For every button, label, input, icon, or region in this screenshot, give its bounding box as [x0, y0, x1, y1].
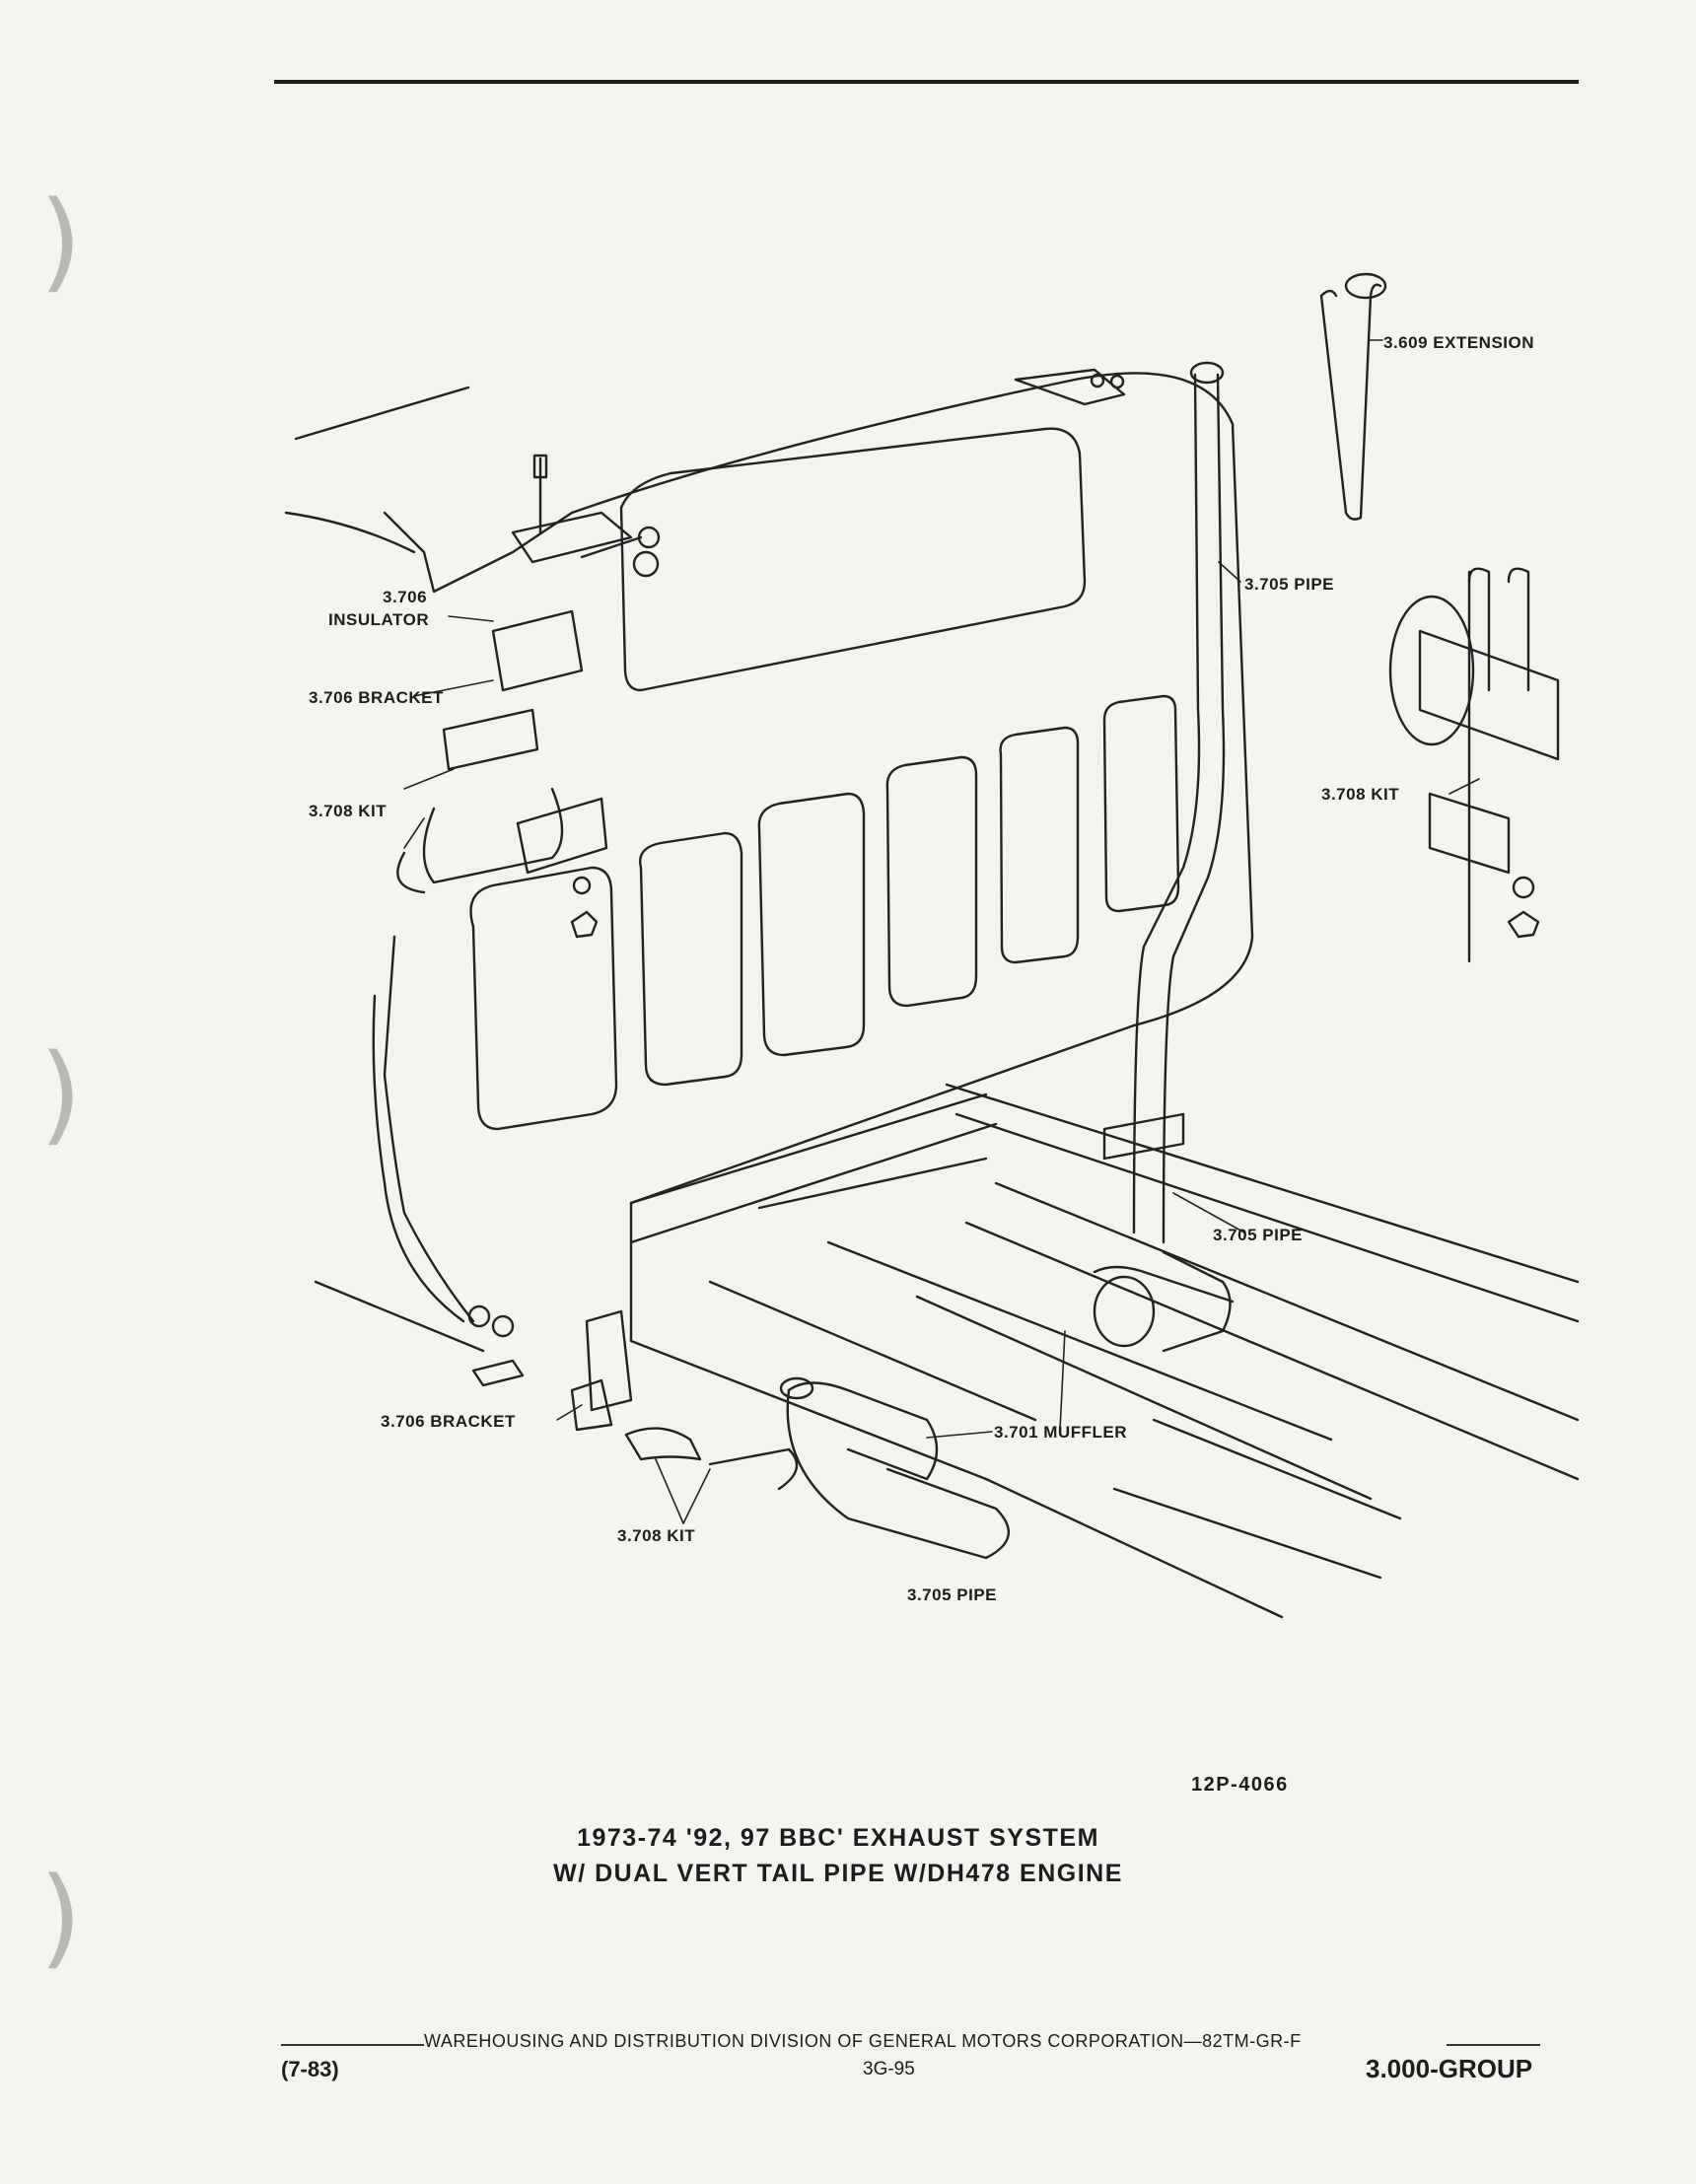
label-kit-right: 3.708 KIT — [1321, 785, 1400, 804]
label-bracket-lower: 3.706 BRACKET — [381, 1412, 516, 1431]
muffler-lower — [779, 1376, 1011, 1560]
binder-hole-mark: ) — [39, 177, 82, 304]
label-pipe-lower: 3.705 PIPE — [907, 1585, 998, 1604]
footer-rule-left — [281, 2044, 424, 2046]
top-rule — [274, 80, 1579, 84]
cab-back-window — [619, 427, 1087, 692]
footer-division: WAREHOUSING AND DISTRIBUTION DIVISION OF… — [424, 2031, 1302, 2051]
binder-hole-mark: ) — [39, 1854, 82, 1980]
vertical-tail-pipe — [1014, 361, 1226, 1244]
footer-page-number: 3G-95 — [863, 2059, 915, 2079]
label-muffler: 3.701 MUFFLER — [994, 1423, 1127, 1442]
upper-bracket-assembly — [396, 454, 661, 939]
figure-title-line2: W/ DUAL VERT TAIL PIPE W/DH478 ENGINE — [553, 1860, 1123, 1887]
figure-title-line1: 1973-74 '92, 97 BBC' EXHAUST SYSTEM — [577, 1824, 1099, 1852]
right-clamp-assembly — [1388, 567, 1560, 963]
footer-date: (7-83) — [281, 2057, 339, 2081]
frame-rails — [629, 1083, 1580, 1619]
leader-lines — [403, 339, 1480, 1524]
label-bracket-upper: 3.706 BRACKET — [309, 688, 444, 707]
lower-bracket-assembly — [467, 1304, 799, 1491]
label-insulator: INSULATOR — [328, 610, 430, 629]
muffler-right — [1093, 1250, 1235, 1353]
label-pipe-upper: 3.705 PIPE — [1244, 575, 1335, 594]
cab-panel-recesses — [469, 694, 1180, 1131]
footer-rule-right — [1447, 2044, 1540, 2046]
label-kit-lower: 3.708 KIT — [617, 1526, 696, 1545]
extension-pipe — [1319, 272, 1387, 521]
label-insulator-number: 3.706 — [383, 588, 428, 606]
figure-code: 12P-4066 — [1191, 1774, 1289, 1796]
label-extension: 3.609 EXTENSION — [1383, 333, 1535, 352]
cab-outline — [284, 372, 1254, 1353]
label-pipe-middle: 3.705 PIPE — [1213, 1226, 1304, 1244]
footer-group: 3.000-GROUP — [1366, 2054, 1533, 2083]
binder-hole-mark: ) — [39, 1030, 82, 1157]
label-kit-left: 3.708 KIT — [309, 802, 388, 820]
